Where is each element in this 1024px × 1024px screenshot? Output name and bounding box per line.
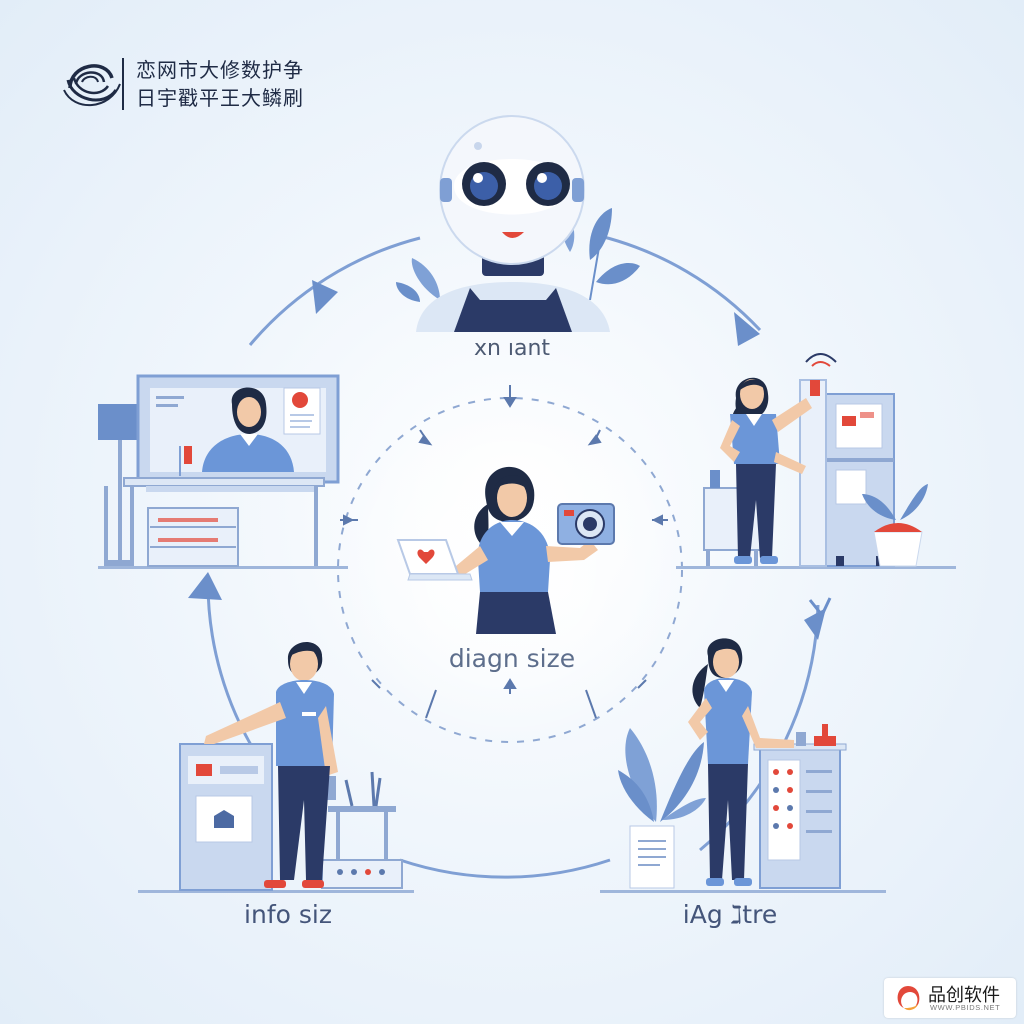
scene-center-analyst bbox=[396, 466, 615, 634]
label-center: diagn size bbox=[448, 644, 576, 673]
cycle-arrow-icon bbox=[188, 280, 826, 640]
scene-appliance-operator bbox=[600, 638, 886, 893]
logo-text-line2: 日宇戳平王大鳞刷 bbox=[136, 86, 304, 110]
label-bottom-left: info siz bbox=[244, 900, 332, 929]
scene-cabinet-technician bbox=[138, 642, 414, 893]
watermark-url: WWW.PBIDS.NET bbox=[930, 1003, 1001, 1012]
camera-icon bbox=[557, 503, 615, 545]
inner-dashed-ring bbox=[337, 397, 683, 743]
inner-ring-markers bbox=[340, 385, 668, 719]
scene-monitor-desk bbox=[98, 374, 348, 569]
brand-logo: 恋网市大修数护争 日宇戳平王大鳞刷 bbox=[60, 50, 360, 120]
laptop-icon bbox=[396, 539, 473, 581]
plant-icon bbox=[618, 728, 706, 822]
robot-icon bbox=[396, 115, 640, 332]
logo-text-line1: 恋网市大修数护争 bbox=[136, 58, 304, 82]
watermark-text: 品创软件 bbox=[928, 985, 1000, 1006]
swirl-logo-icon bbox=[63, 58, 124, 110]
watermark-logo-icon bbox=[897, 986, 920, 1011]
logo-text: 恋网市大修数护争 日宇戳平王大鳞刷 bbox=[136, 56, 304, 112]
cycle-arrow-icon bbox=[808, 597, 832, 618]
label-bottom-right: iAg ℷtre bbox=[682, 900, 778, 929]
scene-machine-operator bbox=[676, 353, 956, 569]
label-top: xn ıant bbox=[473, 336, 551, 361]
watermark: 品创软件 WWW.PBIDS.NET bbox=[884, 978, 1016, 1018]
